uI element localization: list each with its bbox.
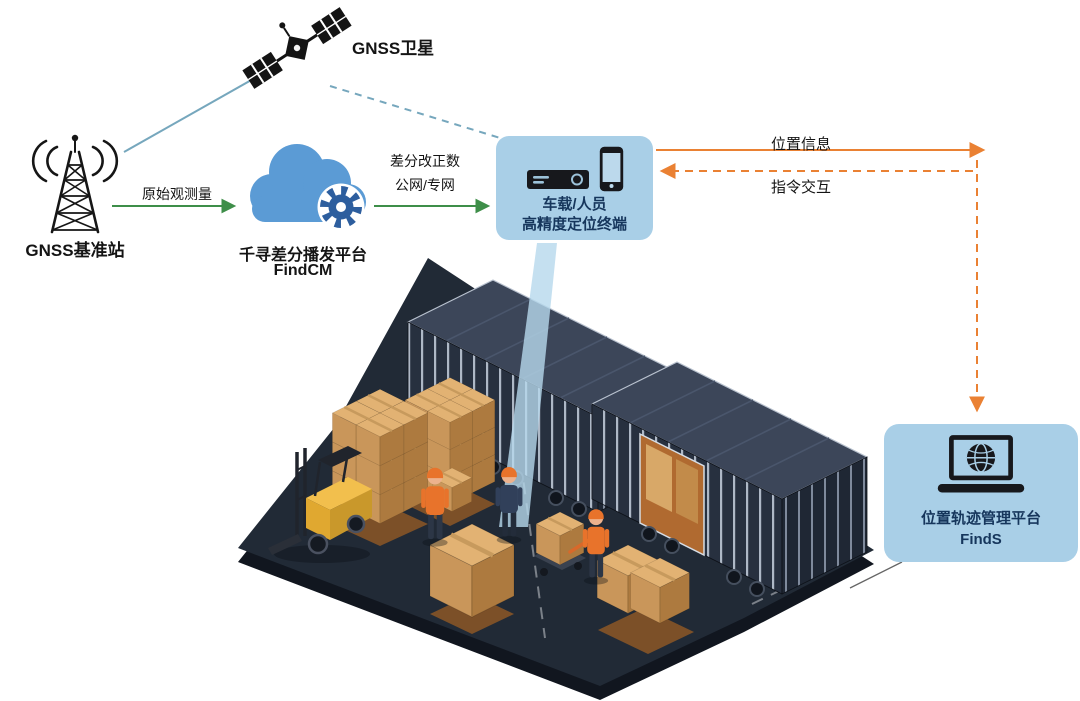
diff-correction-label: 差分改正数 xyxy=(390,153,460,169)
command-exchange-label: 指令交互 xyxy=(770,179,831,196)
base-station-label: GNSS基准站 xyxy=(25,241,125,260)
radio-tower-icon xyxy=(31,134,119,234)
management-platform-label-line1: 位置轨迹管理平台 xyxy=(920,510,1041,527)
satellite-terminal-line xyxy=(329,85,511,142)
gnss-receiver-icon xyxy=(526,170,589,189)
positioning-beam xyxy=(499,243,557,527)
container-door-opening xyxy=(639,432,705,557)
management-platform-label-line2: FindS xyxy=(960,530,1002,548)
terminal-icons xyxy=(526,144,624,192)
satellite-label: GNSS卫星 xyxy=(352,39,435,58)
smartphone-icon xyxy=(599,146,623,192)
finds-callout-tail xyxy=(849,561,903,589)
satellite-icon xyxy=(242,7,352,89)
forklift xyxy=(268,446,372,563)
cloud-product-label: FindCM xyxy=(273,262,333,279)
management-platform-callout: 位置轨迹管理平台 FindS xyxy=(884,424,1078,562)
raw-observation-label: 原始观测量 xyxy=(142,186,212,202)
satellite-basestation-line xyxy=(123,73,263,153)
pallet-jack xyxy=(534,510,594,576)
container-front-wheels xyxy=(641,526,765,597)
laptop-globe-icon xyxy=(937,435,1025,493)
network-type-label: 公网/专网 xyxy=(395,177,455,193)
terminal-label-line1: 车载/人员 xyxy=(542,196,607,213)
container-front xyxy=(590,361,869,597)
terminal-callout: 车载/人员 高精度定位终端 xyxy=(496,136,653,240)
gear-icon xyxy=(317,183,365,231)
cloud-platform-label: 千寻差分播发平台 xyxy=(238,247,367,264)
position-info-label: 位置信息 xyxy=(770,136,831,153)
terminal-label-line2: 高精度定位终端 xyxy=(521,215,627,233)
